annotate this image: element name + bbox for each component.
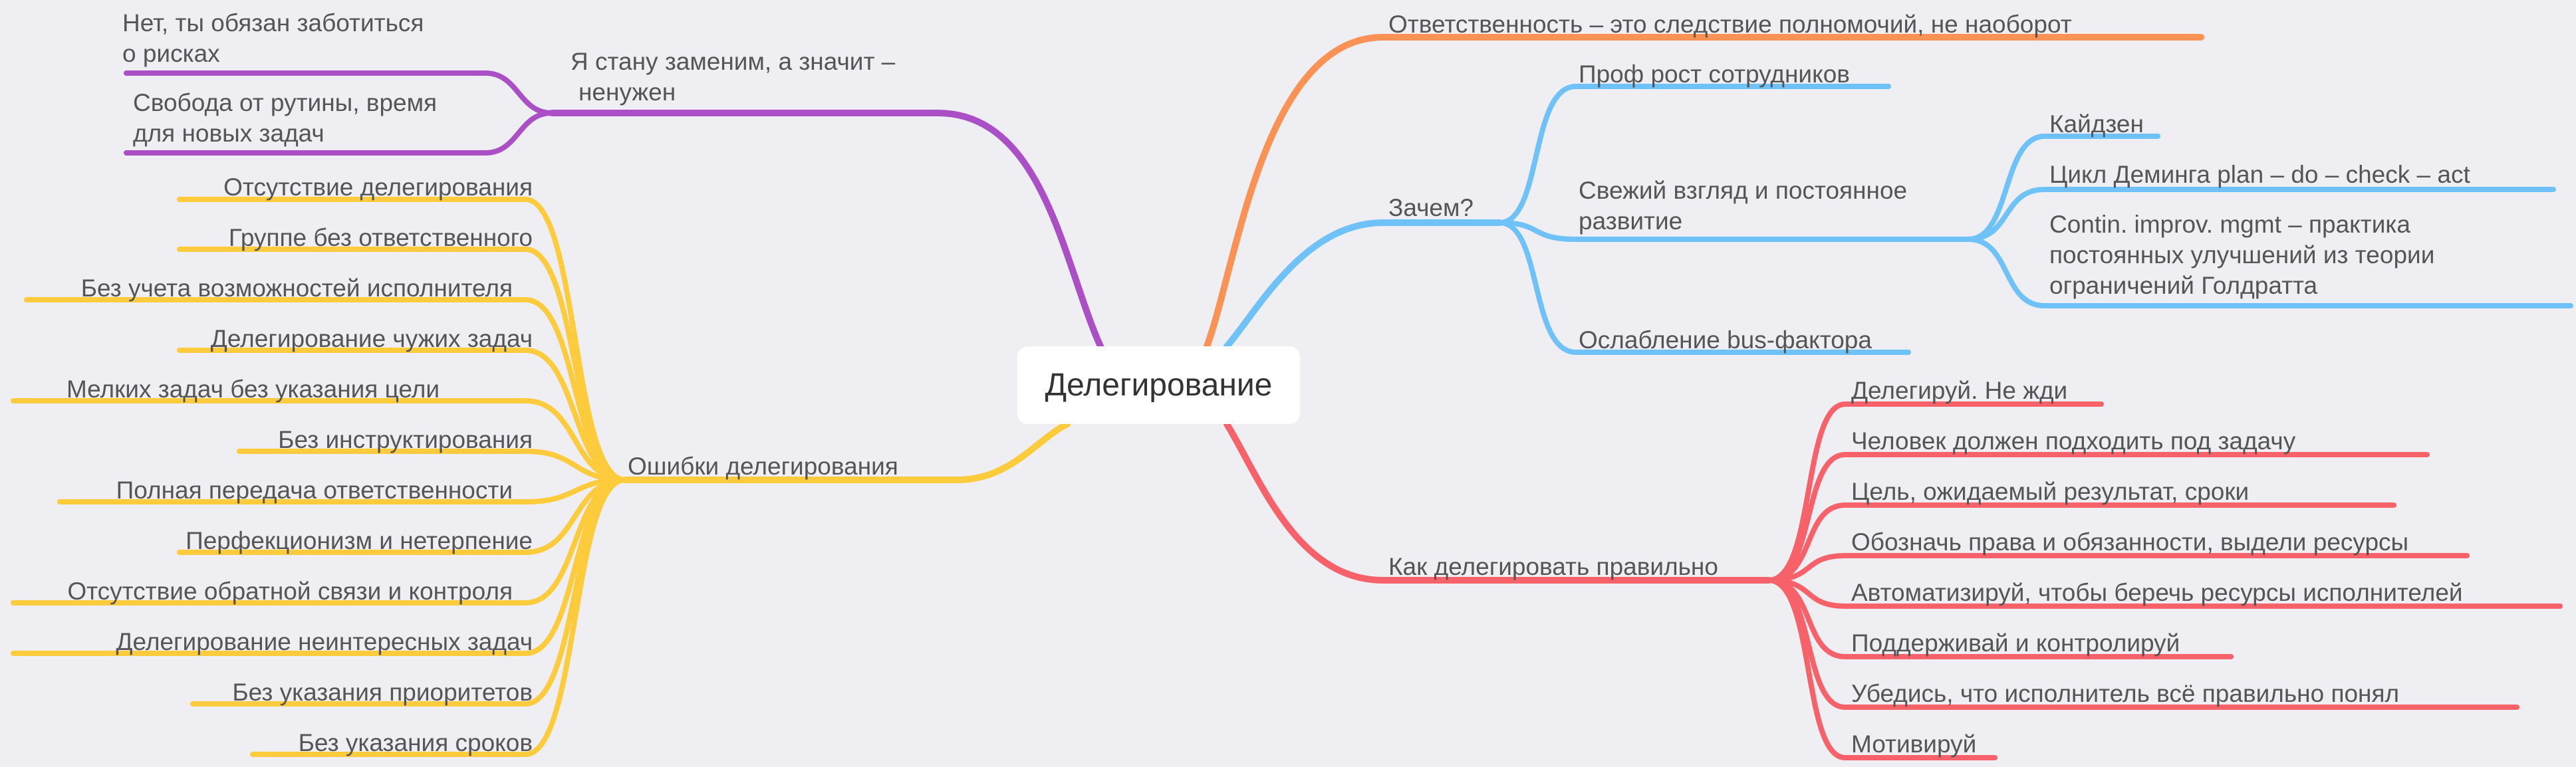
how-item-4[interactable]: Автоматизируй, чтобы беречь ресурсы испо… (1851, 579, 2463, 606)
mistake-item-9[interactable]: Делегирование неинтересных задач (116, 628, 533, 655)
why-item-0[interactable]: Проф рост сотрудников (1579, 60, 1850, 88)
fresh-item-1[interactable]: Цикл Деминга plan – do – check – act (2049, 161, 2470, 188)
edge-how-1 (1766, 452, 2430, 583)
mistake-item-6[interactable]: Полная передача ответственности (116, 477, 513, 504)
edge-mistake-11 (250, 477, 628, 757)
edge-fresh-0 (1966, 134, 2160, 242)
mistake-item-1[interactable]: Группе без ответственного (228, 224, 533, 251)
topic-replaceable-line2: ненужен (579, 78, 676, 106)
mistake-item-11[interactable]: Без указания сроков (298, 729, 533, 756)
edge-replaceable-1 (124, 110, 555, 156)
topic-why[interactable]: Зачем? (1388, 194, 1474, 221)
how-item-6[interactable]: Убедись, что исполнитель всё правильно п… (1851, 680, 2400, 707)
edge-how-3 (1766, 553, 2470, 583)
edge-mistakes (622, 421, 1071, 483)
mistake-item-5[interactable]: Без инструктирования (278, 426, 533, 453)
edge-why-2 (1497, 220, 1911, 355)
edge-how (1224, 421, 1772, 584)
edge-responsibility (1204, 34, 2204, 350)
topic-replaceable-line1: Я стану заменим, а значит – (571, 48, 896, 75)
how-item-0[interactable]: Делегируй. Не жди (1851, 377, 2068, 404)
replaceable-child-1[interactable]: Свобода от рутины, время для новых задач (133, 88, 437, 149)
mistake-item-8[interactable]: Отсутствие обратной связи и контроля (67, 578, 513, 605)
mistake-item-10[interactable]: Без указания приоритетов (232, 679, 533, 706)
replaceable-child-1-line2: для новых задач (133, 120, 324, 147)
fresh-item-2-line2: постоянных улучшений из теории (2049, 241, 2435, 269)
fresh-item-0[interactable]: Кайдзен (2049, 110, 2144, 138)
how-item-3[interactable]: Обозначь права и обязанности, выдели рес… (1851, 528, 2409, 556)
fresh-item-2-line1: Contin. improv. mgmt – практика (2049, 211, 2410, 238)
edge-replaceable-0 (124, 70, 555, 116)
replaceable-child-0-line2: о рисках (122, 40, 220, 67)
fresh-item-2[interactable]: Contin. improv. mgmt – практика постоянн… (2049, 209, 2434, 301)
mistake-item-2[interactable]: Без учета возможностей исполнителя (80, 274, 513, 302)
central-topic[interactable]: Делегирование (1017, 346, 1300, 424)
edge-why-1 (1497, 220, 1971, 242)
topic-mistakes[interactable]: Ошибки делегирования (628, 453, 898, 480)
topic-how[interactable]: Как делегировать правильно (1388, 553, 1718, 580)
edge-replaceable (549, 110, 1104, 350)
why-item-1[interactable]: Свежий взгляд и постоянное развитие (1579, 175, 1907, 237)
why-item-2[interactable]: Ослабление bus-фактора (1579, 326, 1872, 354)
topic-responsibility[interactable]: Ответственность – это следствие полномоч… (1388, 11, 2072, 38)
replaceable-child-0[interactable]: Нет, ты обязан заботиться о рисках (122, 8, 424, 69)
edge-fresh-2 (1966, 237, 2573, 308)
edge-how-7 (1766, 578, 1997, 760)
edge-mistake-4 (11, 398, 628, 483)
edge-fresh-1 (1966, 187, 2556, 242)
how-item-7[interactable]: Мотивируй (1851, 730, 1977, 758)
replaceable-child-1-line1: Свобода от рутины, время (133, 89, 438, 116)
fresh-item-2-line3: ограничений Голдратта (2049, 272, 2318, 299)
how-item-2[interactable]: Цель, ожидаемый результат, сроки (1851, 478, 2250, 505)
why-item-1-line1: Свежий взгляд и постоянное (1579, 177, 1908, 204)
topic-replaceable[interactable]: Я стану заменим, а значит – ненужен (571, 47, 895, 108)
replaceable-child-0-line1: Нет, ты обязан заботиться (122, 9, 424, 37)
edge-why-0 (1497, 84, 1891, 225)
mistake-item-4[interactable]: Мелких задач без указания цели (66, 376, 440, 403)
why-item-1-line2: развитие (1579, 207, 1683, 235)
edge-why (1224, 219, 1503, 350)
how-item-5[interactable]: Поддерживай и контролируй (1851, 629, 2180, 657)
mistake-item-3[interactable]: Делегирование чужих задач (210, 325, 533, 352)
how-item-1[interactable]: Человек должен подходить под задачу (1851, 427, 2296, 455)
mistake-item-7[interactable]: Перфекционизм и нетерпение (186, 527, 533, 554)
mistake-item-0[interactable]: Отсутствие делегирования (223, 173, 533, 201)
